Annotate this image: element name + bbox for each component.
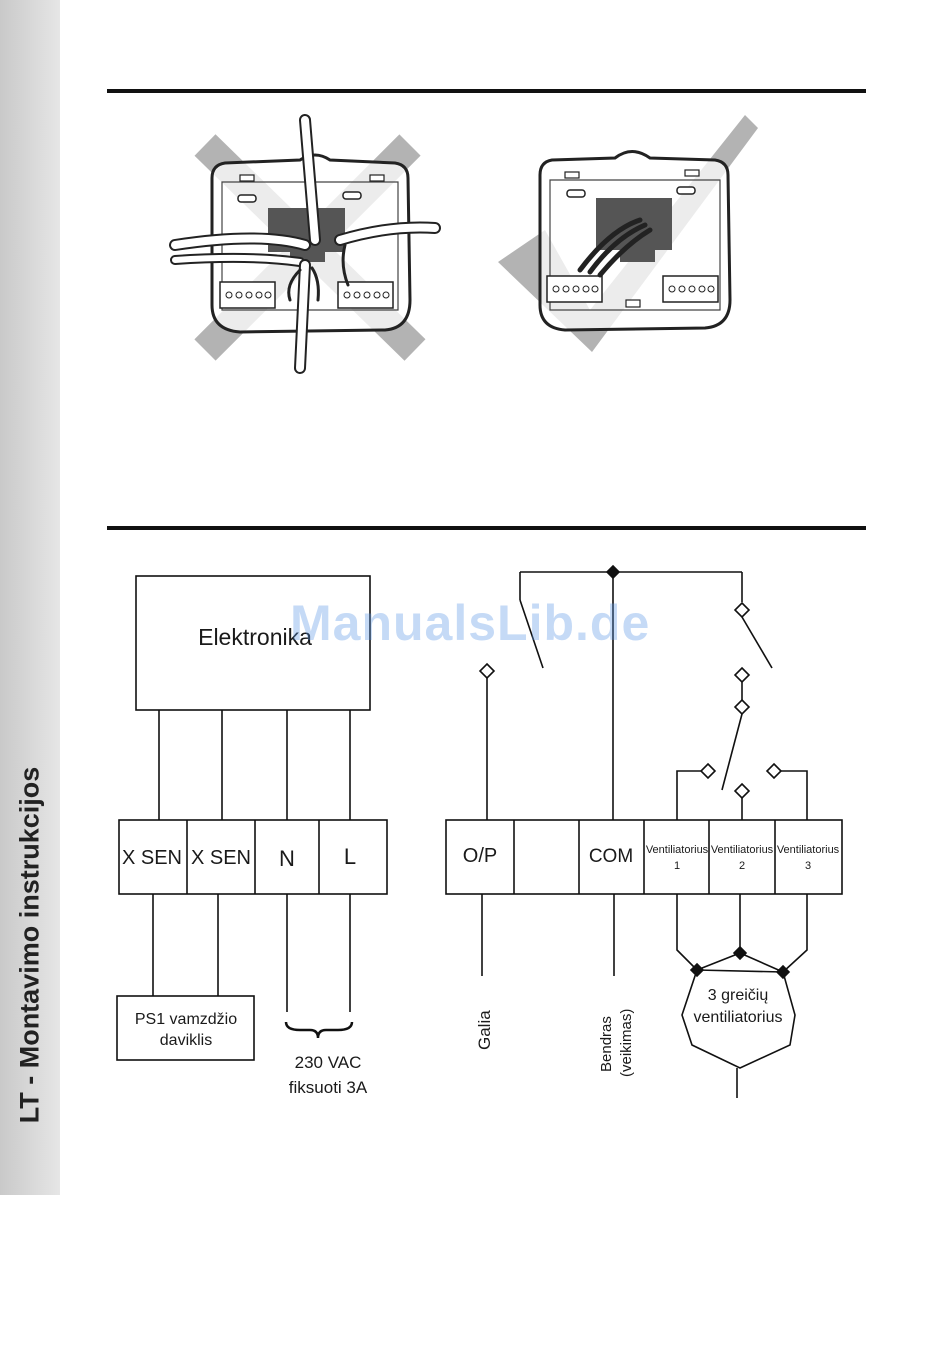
terminal-block-left-b <box>338 282 393 308</box>
fan-terminal-num-1: 1 <box>674 860 680 872</box>
terminal-label-xsen-1: X SEN <box>122 847 182 869</box>
fan-terminal-num-2: 2 <box>739 860 745 872</box>
fan-label-line2: ventiliatorius <box>694 1009 783 1026</box>
supply-label-line2: fiksuoti 3A <box>289 1078 368 1097</box>
terminal-block-right-a <box>547 276 602 302</box>
common-label-line1: Bendras <box>598 1016 615 1072</box>
watermark-text: ManualsLib.de <box>290 594 650 652</box>
switch-arm-speed <box>722 714 742 790</box>
terminal-label-op: O/P <box>463 845 497 867</box>
supply-label-line1: 230 VAC <box>295 1053 362 1072</box>
junction-dot <box>607 566 619 578</box>
correct-wiring-illustration <box>498 115 758 352</box>
switch-contact <box>480 664 494 678</box>
section-rule-middle <box>107 526 866 530</box>
power-label: Galia <box>475 1010 494 1050</box>
fan-terminal-label-2: Ventiliatorius <box>711 844 774 856</box>
terminal-block-right-b <box>663 276 718 302</box>
fan-terminal-label-3: Ventiliatorius <box>777 844 840 856</box>
fan-label-line1: 3 greičių <box>708 987 769 1004</box>
terminal-label-n: N <box>279 846 295 871</box>
sensor-label-line1: PS1 vamzdžio <box>135 1011 237 1028</box>
fan-terminal-num-3: 3 <box>805 860 811 872</box>
switch-contact <box>701 764 715 778</box>
switch-contact <box>767 764 781 778</box>
switch-arm-fan <box>742 617 772 668</box>
switch-contact <box>735 603 749 617</box>
terminal-label-xsen-2: X SEN <box>191 847 251 869</box>
section-rule-top <box>107 89 866 93</box>
sensor-label-line2: daviklis <box>160 1032 212 1049</box>
common-label-line2: (veikimas) <box>618 1009 635 1077</box>
switch-contact <box>735 700 749 714</box>
switch-contact <box>735 668 749 682</box>
wrong-wiring-illustration <box>175 120 435 368</box>
terminal-label-l: L <box>344 844 356 869</box>
terminal-label-com: COM <box>589 846 633 867</box>
brace-icon <box>286 1022 352 1038</box>
sensor-box <box>117 996 254 1060</box>
terminal-block-left-a <box>220 282 275 308</box>
switch-contact <box>735 784 749 798</box>
fan-terminal-label-1: Ventiliatorius <box>646 844 709 856</box>
